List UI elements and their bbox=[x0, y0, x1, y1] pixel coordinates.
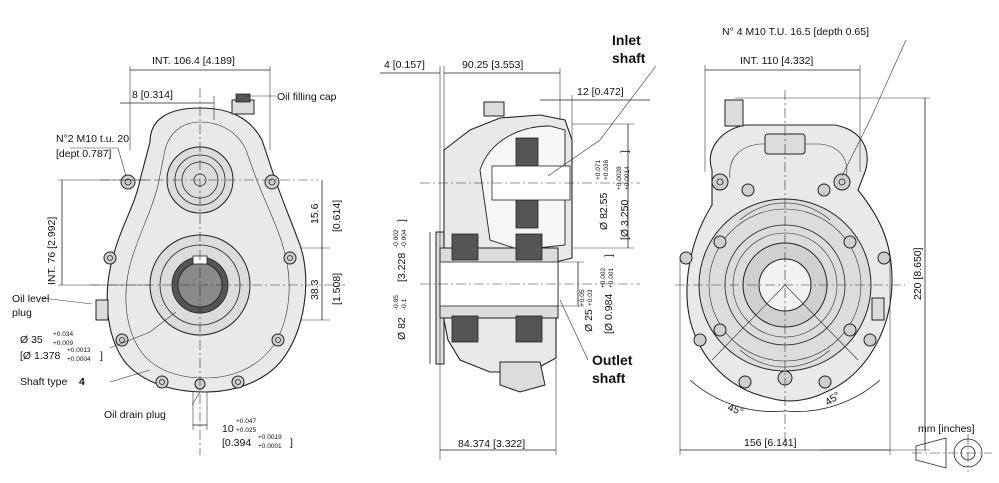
front-dia-1378-tol-up: +0.0013 bbox=[67, 347, 91, 354]
side-dia-3-228-tol-up: -0.002 bbox=[393, 229, 400, 248]
side-dim-4: 4 [0.157] bbox=[384, 59, 425, 71]
front-dia-35-tol-up: +0.034 bbox=[53, 331, 73, 338]
front-bolts bbox=[103, 174, 297, 390]
side-dia-3-228-tol-lo: -0.004 bbox=[401, 229, 408, 248]
side-dia-3-250-close: ] bbox=[619, 150, 631, 153]
front-thread-line2: [dept 0.787] bbox=[56, 148, 112, 160]
inlet-bearing-top bbox=[515, 137, 539, 167]
front-int-76: INT. 76 [2.992] bbox=[46, 217, 58, 285]
shaft-type-label: Shaft type bbox=[20, 376, 67, 388]
outlet-shaft-label-2: shaft bbox=[592, 370, 626, 386]
side-dia-82-tol-up: -0.05 bbox=[393, 295, 400, 310]
rear-dim-220: 220 [8.650] bbox=[912, 247, 924, 300]
front-dim-15-6-in: [0.614] bbox=[331, 200, 343, 232]
rear-filling-cap bbox=[724, 99, 744, 127]
oil-level-plug-label-2: plug bbox=[12, 307, 32, 319]
front-dim-15-6: 15.6 bbox=[309, 203, 321, 224]
front-dim-38-3: 38.3 bbox=[309, 279, 321, 300]
oil-level-plug bbox=[95, 299, 109, 321]
front-dim-38-3-in: [1.508] bbox=[331, 273, 343, 305]
front-offset-8: 8 [0.314] bbox=[132, 89, 173, 101]
rear-angle-left: 45° bbox=[726, 402, 745, 419]
front-key-10-tol-lo: +0.025 bbox=[236, 427, 256, 434]
oil-drain-plug-label: Oil drain plug bbox=[104, 409, 166, 421]
rear-side-plug bbox=[871, 297, 885, 321]
front-key-0394-tol-up: +0.0019 bbox=[258, 434, 282, 441]
units-legend: mm [inches] bbox=[918, 423, 975, 435]
side-dia-0-984-tol-lo: +0.001 bbox=[608, 268, 615, 288]
side-dia-82-tol-lo: -0.1 bbox=[401, 298, 408, 310]
side-dia-0-984-close: ] bbox=[603, 254, 615, 257]
side-dia-82: Ø 82 bbox=[396, 317, 408, 340]
side-view bbox=[380, 65, 657, 460]
front-dia-35-tol-lo: +0.009 bbox=[53, 340, 73, 347]
front-int-width: INT. 106.4 [4.189] bbox=[152, 55, 235, 67]
front-dia-1378-tol-lo: +0.0004 bbox=[67, 356, 91, 363]
side-dia-82-55-tol-up: +0.071 bbox=[595, 160, 602, 180]
outlet-bearing-bottom-left bbox=[451, 315, 479, 343]
rear-thread: N° 4 M10 T.U. 16.5 [depth 0.65] bbox=[722, 26, 869, 38]
side-dia-3-250: [Ø 3.250 bbox=[619, 200, 631, 240]
side-dia-0-984: [Ø 0.984 bbox=[603, 294, 615, 334]
projection-symbol bbox=[912, 434, 992, 472]
side-dia-25-tol-up: +0.05 bbox=[579, 289, 586, 306]
front-dia-1378-close: ] bbox=[100, 350, 103, 362]
front-key-0394: [0.394 bbox=[222, 437, 251, 449]
outlet-bearing-bottom-right bbox=[515, 315, 543, 343]
side-dim-84-374: 84.374 [3.322] bbox=[458, 438, 525, 450]
side-dim-12: 12 [0.472] bbox=[577, 86, 624, 98]
side-dia-82-55-tol-lo: +0.036 bbox=[603, 160, 610, 180]
front-view bbox=[41, 66, 345, 455]
side-dia-25: Ø 25 bbox=[583, 309, 595, 332]
side-dia-0-984-tol-up: +0.002 bbox=[600, 268, 607, 288]
side-dia-25-tol-lo: +0.03 bbox=[587, 289, 594, 306]
inlet-bearing-bottom bbox=[515, 199, 539, 229]
rear-int-110: INT. 110 [4.332] bbox=[740, 55, 813, 67]
front-key-0394-close: ] bbox=[290, 437, 293, 449]
front-thread-line1: N°2 M10 t.u. 20 bbox=[56, 133, 129, 145]
side-dia-3-228-close: ] bbox=[396, 219, 408, 222]
outlet-shaft-label-1: Outlet bbox=[592, 352, 633, 368]
front-key-10: 10 bbox=[222, 423, 234, 435]
front-key-10-tol-up: +0.047 bbox=[236, 418, 256, 425]
inlet-shaft-label-2: shaft bbox=[612, 50, 646, 66]
side-dim-90-25: 90.25 [3.553] bbox=[462, 59, 523, 71]
outlet-bearing-top-left bbox=[451, 233, 479, 261]
front-dia-1378: [Ø 1.378 bbox=[20, 350, 60, 362]
side-dia-3-250-tol-up: +0.0028 bbox=[616, 166, 623, 190]
outlet-bearing-top-right bbox=[515, 233, 543, 261]
front-dia-35: Ø 35 bbox=[20, 334, 43, 346]
projection-cone-icon bbox=[915, 437, 947, 469]
front-key-0394-tol-lo: +0.0001 bbox=[258, 443, 282, 450]
rear-dim-156: 156 [6.141] bbox=[744, 437, 797, 449]
side-dia-3-250-tol-lo: +0.0014 bbox=[624, 166, 631, 190]
oil-filling-cap-label: Oil filling cap bbox=[277, 91, 337, 103]
oil-level-plug-label-1: Oil level bbox=[12, 293, 49, 305]
side-dia-82-55: Ø 82.55 bbox=[598, 192, 610, 230]
side-filling-cap bbox=[483, 101, 505, 117]
rear-view bbox=[675, 39, 930, 455]
inlet-shaft-label-1: Inlet bbox=[612, 32, 641, 48]
side-dia-3-228: [3.228 bbox=[396, 253, 408, 282]
shaft-type-number: 4 bbox=[79, 376, 85, 388]
side-drain-fitting bbox=[499, 361, 546, 393]
